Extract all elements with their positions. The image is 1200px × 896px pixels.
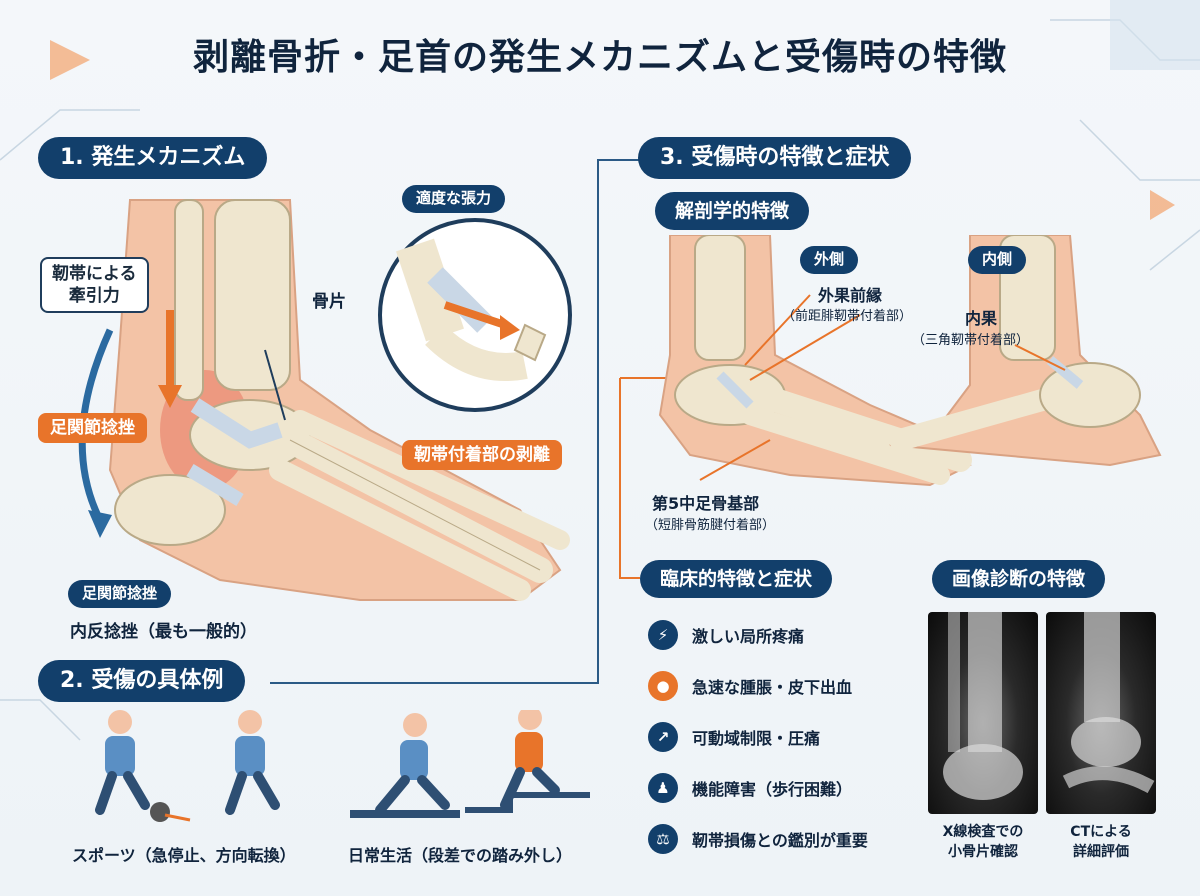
sports-caption: スポーツ（急停止、方向転換） (72, 846, 296, 865)
lateral-label: 外側 (800, 246, 859, 274)
lateral-malleolus-label: 外果前縁 (818, 286, 883, 305)
section2-heading: 2. 受傷の具体例 (38, 660, 246, 702)
ankle-mechanism-illustration (78, 199, 570, 601)
limited-motion-icon: ↗ (648, 722, 678, 752)
symptom-row-1: ⚡ 激しい局所疼痛 (648, 620, 804, 650)
symptom-row-4: ♟ 機能障害（歩行困難） (648, 773, 852, 803)
ligament-detail-zoom (378, 218, 572, 412)
excess-tension-label: 適度な張力 (402, 185, 506, 213)
medial-malleolus-sub: （三角靭帯付着部） (912, 333, 1030, 348)
symptom-text: 激しい局所疼痛 (692, 627, 805, 646)
injury-examples-illustration (95, 710, 590, 822)
ct-caption: CTによる 詳細評価 (1070, 824, 1132, 860)
lateral-malleolus-sub: （前距腓靭帯付着部） (782, 309, 913, 324)
medial-malleolus-label: 内果 (965, 309, 998, 328)
symptom-text: 可動域制限・圧痛 (692, 729, 821, 748)
fifth-metatarsal-sub: （短腓骨筋腱付着部） (645, 518, 776, 533)
daily-life-caption: 日常生活（段差での踏み外し） (348, 846, 573, 865)
symptom-text: 機能障害（歩行困難） (692, 780, 853, 799)
scale-icon: ⚖ (648, 824, 678, 854)
ankle-sprain-pill: 足関節捻挫 (68, 580, 172, 608)
anatomy-feet-illustration (658, 235, 1162, 487)
clinical-heading: 臨床的特徴と症状 (640, 560, 833, 598)
symptom-row-2: ● 急速な腫脹・皮下出血 (648, 671, 852, 701)
fifth-metatarsal-label: 第5中足骨基部 (652, 494, 760, 513)
walking-icon: ♟ (648, 773, 678, 803)
section3-heading: 3. 受傷時の特徴と症状 (638, 137, 912, 179)
section1-heading: 1. 発生メカニズム (38, 137, 268, 179)
symptom-row-3: ↗ 可動域制限・圧痛 (648, 722, 820, 752)
ankle-sprain-orange-label: 足関節捻挫 (38, 413, 147, 443)
lightning-icon: ⚡ (648, 620, 678, 650)
imaging-heading: 画像診断の特徴 (932, 560, 1106, 598)
inversion-sprain-text: 内反捻挫（最も一般的） (70, 622, 257, 642)
symptom-text: 急速な腫脹・皮下出血 (692, 678, 853, 697)
ligament-traction-label: 靭帯による 牽引力 (40, 257, 149, 313)
symptom-row-5: ⚖ 靭帯損傷との鑑別が重要 (648, 824, 868, 854)
symptom-text: 靭帯損傷との鑑別が重要 (692, 831, 868, 850)
anatomy-heading: 解剖学的特徴 (655, 192, 810, 230)
detachment-label: 靭帯付着部の剥離 (402, 440, 562, 470)
ct-image (1046, 612, 1156, 814)
xray-image (928, 612, 1038, 814)
xray-caption: X線検査での 小骨片確認 (942, 824, 1024, 860)
medial-label: 内側 (968, 246, 1027, 274)
drop-icon: ● (648, 671, 678, 701)
bone-fragment-label: 骨片 (312, 292, 346, 312)
page-title: 剥離骨折・足首の発生メカニズムと受傷時の特徴 (192, 37, 1007, 78)
